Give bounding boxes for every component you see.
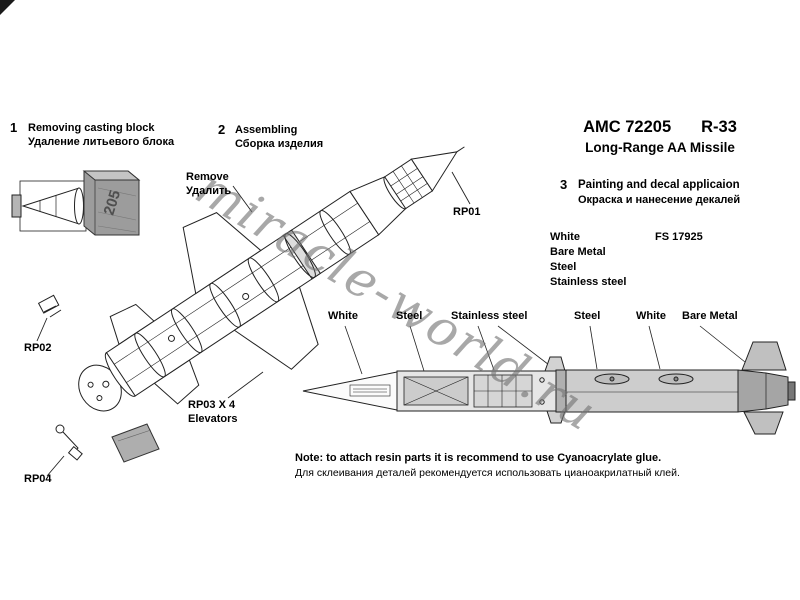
part-rp02-drawing — [37, 294, 62, 318]
step3-title-ru: Окраска и нанесение декалей — [578, 194, 741, 206]
step1-title-ru: Удаление литьевого блока — [28, 136, 175, 148]
part-label-rp03: RP03 X 4 — [188, 399, 236, 411]
paint-color-steel: Steel — [550, 261, 577, 273]
kit-title: AMC 72205 R-33 — [540, 118, 780, 137]
glue-note-en: Note: to attach resin parts it is recomm… — [295, 452, 662, 464]
callout-steel-front: Steel — [396, 310, 423, 322]
part-label-rp02: RP02 — [24, 342, 52, 354]
nose-cone — [410, 151, 458, 192]
part-label-rp03-elevators: Elevators — [188, 413, 238, 425]
resin-elevator-part — [111, 423, 160, 463]
casting-block-number: 205 — [101, 188, 125, 217]
remove-label-en: Remove — [186, 171, 229, 183]
part-label-rp04: RP04 — [24, 473, 52, 485]
casting-block-drawing — [11, 170, 141, 236]
nozzle — [787, 381, 796, 401]
step2-number: 2 — [218, 122, 226, 137]
leader-lines — [36, 171, 471, 477]
tail-section — [737, 369, 789, 413]
paint-leader-lines — [344, 325, 751, 375]
glue-note-ru: Для склеивания деталей рекомендуется исп… — [295, 467, 680, 479]
remove-label-ru: Удалить — [186, 185, 232, 197]
page-corner-mark — [0, 0, 15, 15]
callout-steel-rear: Steel — [574, 310, 601, 322]
missile-body — [105, 190, 380, 397]
painting-side-view — [302, 325, 796, 435]
callout-stainless-steel: Stainless steel — [451, 310, 528, 322]
step3-title-en: Painting and decal applicaion — [578, 179, 740, 191]
kit-subtitle: Long-Range AA Missile — [585, 140, 735, 155]
step2-title-en: Assembling — [235, 124, 298, 136]
joint-ring — [555, 369, 567, 413]
callout-white-rear: White — [636, 310, 666, 322]
rear-fuselage — [565, 369, 739, 413]
paint-color-white: White — [550, 231, 580, 243]
paint-color-bare-metal: Bare Metal — [550, 246, 606, 258]
step2-title-ru: Сборка изделия — [235, 138, 324, 150]
wing-top — [182, 212, 262, 295]
part-label-rp01: RP01 — [453, 206, 481, 218]
kit-number: AMC 72205 — [583, 118, 672, 136]
callout-white-nose: White — [328, 310, 358, 322]
callout-bare-metal: Bare Metal — [682, 310, 738, 322]
tail-fin-bottom — [743, 411, 784, 435]
assembly-drawing — [78, 146, 465, 412]
step3-number: 3 — [560, 177, 568, 192]
tail-fin-top — [741, 341, 787, 371]
kit-model: R-33 — [701, 118, 737, 136]
step1-title-en: Removing casting block — [28, 122, 155, 134]
fs-code: FS 17925 — [655, 231, 703, 243]
paint-color-stainless: Stainless steel — [550, 276, 627, 288]
step1-number: 1 — [10, 120, 18, 135]
part-rp04-drawing — [55, 424, 83, 461]
